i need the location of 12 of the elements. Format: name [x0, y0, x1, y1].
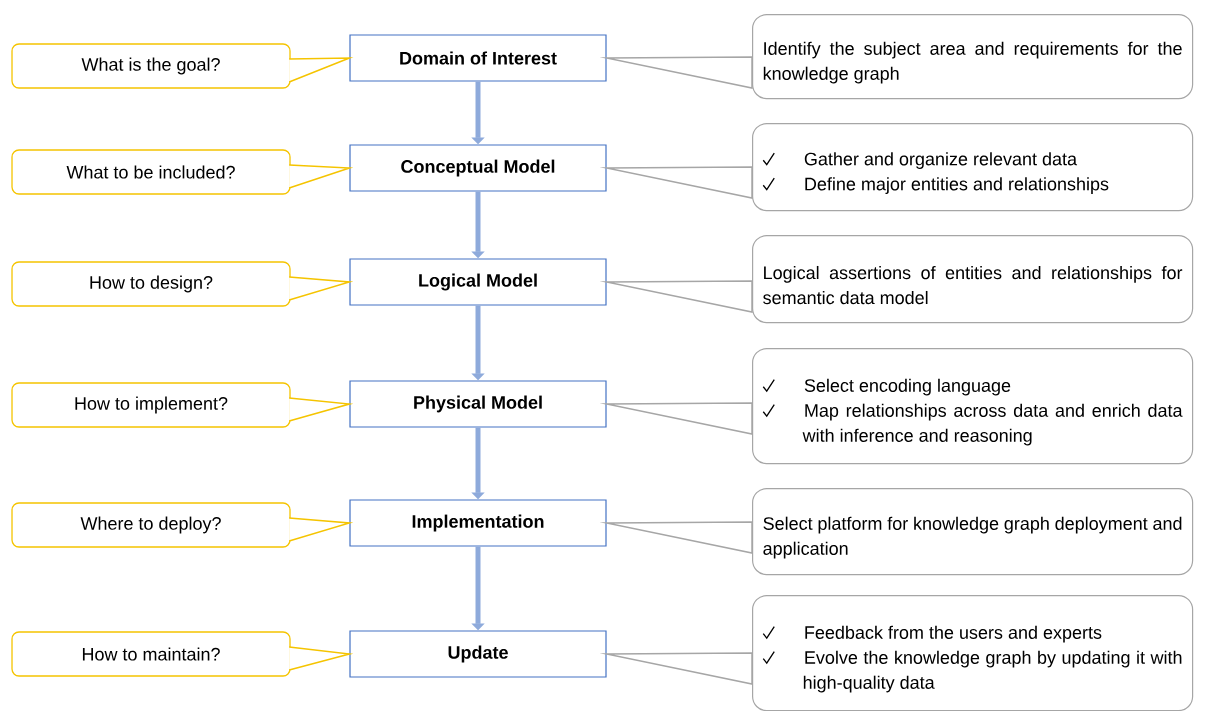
- callout-pointer: [288, 164, 354, 189]
- description-callout: Select platform for knowledge graph deployment and application: [752, 488, 1194, 576]
- callout-pointer: [288, 57, 354, 83]
- callout-pointer: [288, 646, 354, 671]
- description-callout: Feedback from the users and experts Evolve the knowledge graph by updating it with high-quality data: [752, 595, 1194, 711]
- callout-pointer: [288, 397, 354, 422]
- description-callout: Select encoding language Map relationships across data and enrich data with inference and reasoning: [752, 348, 1194, 465]
- description-callout: Gather and organize relevant data Define major entities and relationships: [752, 123, 1194, 212]
- callout-pointer: [288, 276, 354, 301]
- callout-pointer: [288, 517, 354, 542]
- description-callout: Logical assertions of entities and relationships for semantic data model: [752, 235, 1194, 324]
- description-callout: Identify the subject area and requirements for the knowledge graph: [752, 14, 1194, 100]
